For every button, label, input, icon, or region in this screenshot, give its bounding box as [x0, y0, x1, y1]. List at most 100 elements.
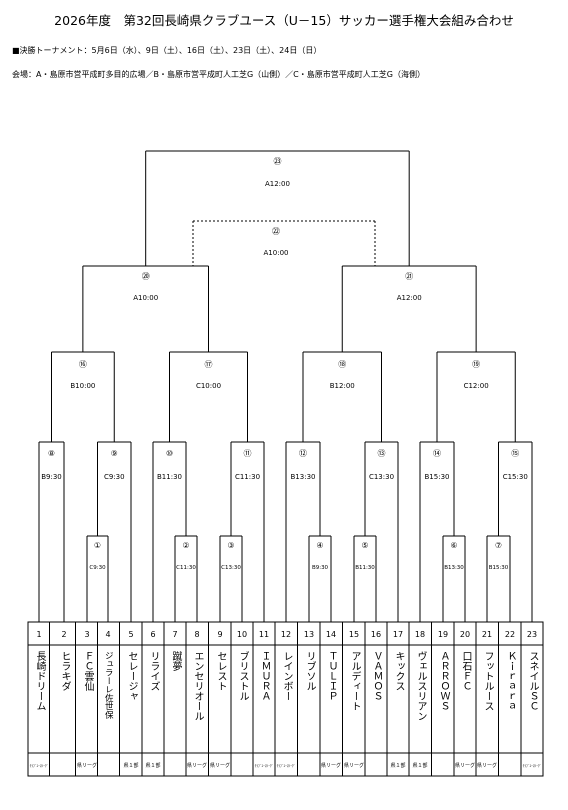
team-name: Ｋｉｒａｒａ [502, 651, 518, 749]
team-number: 18 [415, 630, 425, 639]
match-time: C13:30 [369, 473, 394, 481]
match-time: C15:30 [503, 473, 528, 481]
match-time: A12:00 [265, 180, 290, 188]
team-name: 口石ＦＣ [457, 651, 473, 749]
team-name: ＶＡＭＯＳ [368, 651, 384, 749]
team-name-text: 長崎ドリーム [34, 651, 45, 711]
match-time: B11:30 [355, 565, 375, 571]
match-number: ⑫ [299, 449, 307, 458]
match-time: B11:30 [157, 473, 182, 481]
team-name-text: ジュラーレ佐世保 [103, 651, 114, 719]
team-name-text: ＩＭＵＲＡ [259, 651, 270, 701]
team-name: セレスト [212, 651, 228, 749]
match-number: ② [182, 541, 189, 550]
match-time: A10:00 [133, 294, 158, 302]
team-number: 22 [505, 630, 515, 639]
schedule-text: ■決勝トーナメント：5月6日（水）、9日（土）、16日（土）、23日（土）、24… [12, 46, 322, 55]
team-number: 10 [237, 630, 247, 639]
team-number: 7 [172, 630, 177, 639]
page-title: 2026年度 第32回長崎県クラブユース（U－15）サッカー選手権大会組み合わせ [54, 13, 514, 28]
match-time: C11:30 [235, 473, 260, 481]
team-number: 2 [61, 630, 66, 639]
team-name-text: ブリストル [237, 651, 248, 701]
team-number: 8 [194, 630, 199, 639]
match-time: B9:30 [312, 565, 329, 571]
team-league: 県リーグ [321, 762, 341, 769]
team-number: 6 [150, 630, 155, 639]
team-name-text: キックス [393, 651, 404, 691]
team-league: ｸﾗﾌﾞﾕｰｽﾘｰｸﾞ [255, 763, 274, 768]
team-name: スネイルＳＣ [524, 651, 540, 749]
team-number: 5 [128, 630, 133, 639]
match-time: B10:00 [70, 382, 95, 390]
match-time: B9:30 [41, 473, 62, 481]
team-name: レインボー [278, 651, 294, 749]
team-name: セレージャ [123, 651, 139, 749]
match-number: ⑯ [79, 360, 87, 369]
team-name-text: レインボー [281, 651, 292, 701]
match-number: ⑪ [244, 449, 252, 458]
match-time: C9:30 [89, 565, 106, 571]
team-name: ＦＣ雲仙 [79, 651, 95, 749]
team-number: 9 [217, 630, 222, 639]
team-name: ヴェルスリアン [412, 651, 428, 749]
team-name: エンセリオール [189, 651, 205, 749]
table-border [27, 621, 544, 777]
team-league: 県リーグ [77, 762, 97, 769]
match-time: B15:30 [489, 565, 509, 571]
match-number: ㉒ [272, 227, 280, 236]
match-number: ㉑ [405, 272, 413, 281]
team-name-text: Ｋｉｒａｒａ [505, 651, 516, 711]
team-name: リライズ [145, 651, 161, 749]
match-number: ⑮ [511, 449, 519, 458]
match-time: B12:00 [330, 382, 355, 390]
match-number: ⑨ [111, 449, 118, 458]
team-league: 県１部 [412, 762, 427, 769]
match-number: ⑥ [450, 541, 457, 550]
match-time: B13:30 [291, 473, 316, 481]
team-name: ブリストル [234, 651, 250, 749]
team-name-text: ＡＲＲＯＷＳ [438, 651, 449, 711]
team-name-text: ヴェルスリアン [415, 651, 426, 721]
team-name-text: リライズ [148, 651, 159, 691]
match-time: B13:30 [444, 565, 464, 571]
team-league: ｸﾗﾌﾞﾕｰｽﾘｰｸﾞ [277, 763, 296, 768]
team-number: 1 [36, 630, 41, 639]
match-number: ⑩ [166, 449, 173, 458]
match-number: ⑤ [361, 541, 368, 550]
match-number: ⑲ [472, 360, 480, 369]
match-number: ⑱ [338, 360, 346, 369]
team-number: 23 [527, 630, 537, 639]
match-number: ⑬ [378, 449, 386, 458]
team-league: 県リーグ [477, 762, 497, 769]
team-name-text: ヒラキダ [59, 651, 70, 691]
team-name: アルディート [346, 651, 362, 749]
team-name-text: ＶＡＭＯＳ [371, 651, 382, 701]
match-number: ③ [227, 541, 234, 550]
team-league: 県リーグ [187, 762, 207, 769]
team-number: 19 [438, 630, 448, 639]
team-name: ＴＵＬＩＰ [323, 651, 339, 749]
team-number: 17 [393, 630, 403, 639]
venue-text: 会場：A・島原市営平成町多目的広場／B・島原市営平成町人工芝G（山側）／C・島原… [12, 70, 425, 79]
team-name-text: ＦＣ雲仙 [82, 651, 93, 691]
match-time: C12:00 [464, 382, 489, 390]
team-number: 11 [259, 630, 269, 639]
team-league: 県リーグ [344, 762, 364, 769]
match-number: ⑰ [205, 360, 213, 369]
team-name-text: フットルース [482, 651, 493, 711]
match-time: C9:30 [104, 473, 125, 481]
team-number: 20 [460, 630, 470, 639]
team-name: ヒラキダ [56, 651, 72, 749]
team-name-text: セレスト [215, 651, 226, 691]
match-number: ⑳ [142, 272, 150, 281]
team-number: 13 [304, 630, 314, 639]
team-league: 県リーグ [210, 762, 230, 769]
team-name-text: セレージャ [126, 651, 137, 701]
team-number: 21 [482, 630, 492, 639]
team-name-text: リブソル [304, 651, 315, 691]
match-number: ⑧ [48, 449, 55, 458]
match-time: A12:00 [397, 294, 422, 302]
match-number: ⑦ [495, 541, 502, 550]
